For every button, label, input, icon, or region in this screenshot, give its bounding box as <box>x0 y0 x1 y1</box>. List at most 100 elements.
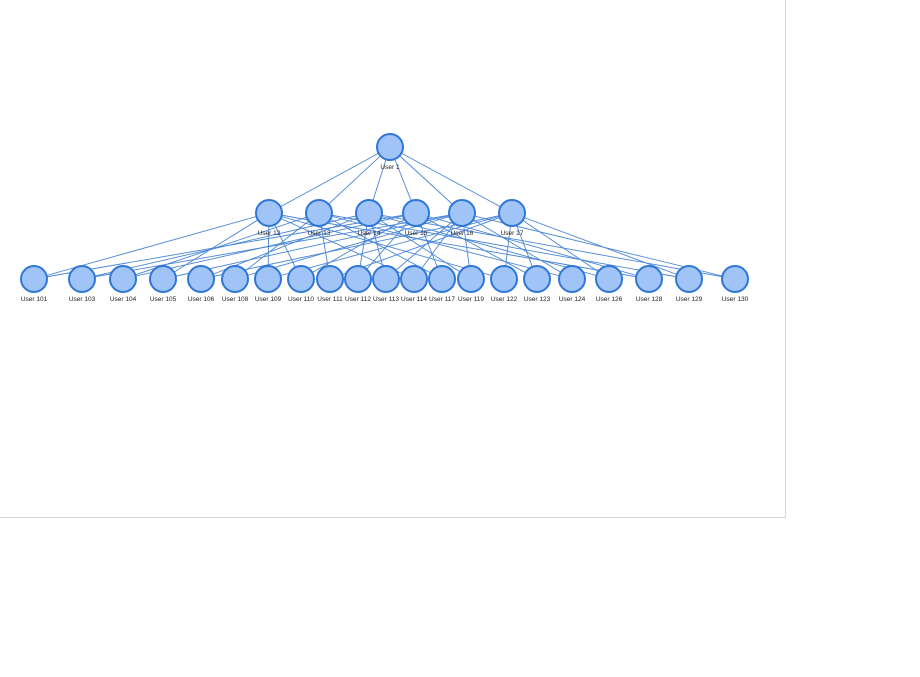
edge-u15-u112 <box>357 212 417 280</box>
node-label: User 111 <box>317 296 343 303</box>
node-u112[interactable]: User 112 <box>344 265 372 303</box>
node-circle[interactable] <box>305 199 333 227</box>
node-circle[interactable] <box>523 265 551 293</box>
node-u126[interactable]: User 126 <box>595 265 623 303</box>
edge-u16-u103 <box>81 212 463 280</box>
node-circle[interactable] <box>721 265 749 293</box>
node-label: User 104 <box>110 296 137 303</box>
node-u17[interactable]: User 17 <box>498 199 526 237</box>
edge-u1-u12 <box>268 146 391 214</box>
node-label: User 17 <box>501 230 524 237</box>
node-circle[interactable] <box>355 199 383 227</box>
node-circle[interactable] <box>255 199 283 227</box>
node-u109[interactable]: User 109 <box>254 265 282 303</box>
edge-u12-u128 <box>268 212 650 280</box>
node-circle[interactable] <box>558 265 586 293</box>
node-label: User 124 <box>559 296 586 303</box>
node-label: User 110 <box>288 296 314 303</box>
node-label: User 112 <box>345 296 371 303</box>
edge-u1-u16 <box>389 146 463 214</box>
node-circle[interactable] <box>221 265 249 293</box>
node-label: User 1 <box>380 164 400 171</box>
node-u114[interactable]: User 114 <box>400 265 428 303</box>
edge-u1-u13 <box>318 146 391 214</box>
node-u128[interactable]: User 128 <box>635 265 663 303</box>
node-u104[interactable]: User 104 <box>109 265 137 303</box>
node-circle[interactable] <box>400 265 428 293</box>
node-u1[interactable]: User 1 <box>376 133 404 171</box>
node-u108[interactable]: User 108 <box>221 265 249 303</box>
node-circle[interactable] <box>109 265 137 293</box>
node-u12[interactable]: User 12 <box>255 199 283 237</box>
node-circle[interactable] <box>149 265 177 293</box>
edge-u15-u101 <box>33 212 417 280</box>
node-circle[interactable] <box>490 265 518 293</box>
edge-u16-u113 <box>385 212 463 280</box>
node-u16[interactable]: User 16 <box>448 199 476 237</box>
node-circle[interactable] <box>254 265 282 293</box>
node-u111[interactable]: User 111 <box>316 265 344 303</box>
node-u103[interactable]: User 103 <box>68 265 96 303</box>
node-circle[interactable] <box>498 199 526 227</box>
node-circle[interactable] <box>428 265 456 293</box>
node-label: User 15 <box>405 230 428 237</box>
edge-u12-u105 <box>162 212 270 280</box>
node-label: User 109 <box>255 296 282 303</box>
node-u117[interactable]: User 117 <box>428 265 456 303</box>
node-u14[interactable]: User 14 <box>355 199 383 237</box>
node-label: User 123 <box>524 296 551 303</box>
node-u130[interactable]: User 130 <box>721 265 749 303</box>
node-circle[interactable] <box>316 265 344 293</box>
node-circle[interactable] <box>68 265 96 293</box>
node-label: User 117 <box>429 296 455 303</box>
node-label: User 101 <box>21 296 48 303</box>
node-u129[interactable]: User 129 <box>675 265 703 303</box>
node-label: User 122 <box>491 296 518 303</box>
edge-u15-u123 <box>415 212 538 280</box>
node-label: User 12 <box>258 230 281 237</box>
edge-u17-u126 <box>511 212 610 280</box>
node-circle[interactable] <box>448 199 476 227</box>
node-label: User 13 <box>308 230 331 237</box>
node-u123[interactable]: User 123 <box>523 265 551 303</box>
node-circle[interactable] <box>372 265 400 293</box>
node-circle[interactable] <box>635 265 663 293</box>
node-label: User 106 <box>188 296 215 303</box>
edge-u16-u124 <box>461 212 573 280</box>
node-label: User 16 <box>451 230 474 237</box>
node-u119[interactable]: User 119 <box>457 265 485 303</box>
node-label: User 119 <box>458 296 484 303</box>
nodes-layer: User 1 User 12 User 13 User 14 User 15 User 1… <box>20 133 749 303</box>
node-u106[interactable]: User 106 <box>187 265 215 303</box>
node-u122[interactable]: User 122 <box>490 265 518 303</box>
node-circle[interactable] <box>287 265 315 293</box>
node-circle[interactable] <box>376 133 404 161</box>
edge-u13-u108 <box>234 212 320 280</box>
edge-u1-u17 <box>389 146 513 214</box>
node-circle[interactable] <box>20 265 48 293</box>
node-circle[interactable] <box>402 199 430 227</box>
edge-u12-u101 <box>33 212 270 280</box>
edge-u13-u129 <box>318 212 690 280</box>
node-circle[interactable] <box>457 265 485 293</box>
node-u110[interactable]: User 110 <box>287 265 315 303</box>
edge-u17-u129 <box>511 212 690 280</box>
node-circle[interactable] <box>344 265 372 293</box>
node-circle[interactable] <box>595 265 623 293</box>
node-u124[interactable]: User 124 <box>558 265 586 303</box>
node-u13[interactable]: User 13 <box>305 199 333 237</box>
node-circle[interactable] <box>187 265 215 293</box>
node-label: User 129 <box>676 296 703 303</box>
network-graph: User 1 User 12 User 13 User 14 User 15 User 1… <box>20 133 749 303</box>
node-u15[interactable]: User 15 <box>402 199 430 237</box>
node-label: User 108 <box>222 296 249 303</box>
node-u101[interactable]: User 101 <box>20 265 48 303</box>
node-label: User 103 <box>69 296 96 303</box>
node-u113[interactable]: User 113 <box>372 265 400 303</box>
node-label: User 113 <box>373 296 399 303</box>
edge-u14-u130 <box>368 212 736 280</box>
node-u105[interactable]: User 105 <box>149 265 177 303</box>
node-label: User 105 <box>150 296 177 303</box>
node-label: User 14 <box>358 230 381 237</box>
node-circle[interactable] <box>675 265 703 293</box>
